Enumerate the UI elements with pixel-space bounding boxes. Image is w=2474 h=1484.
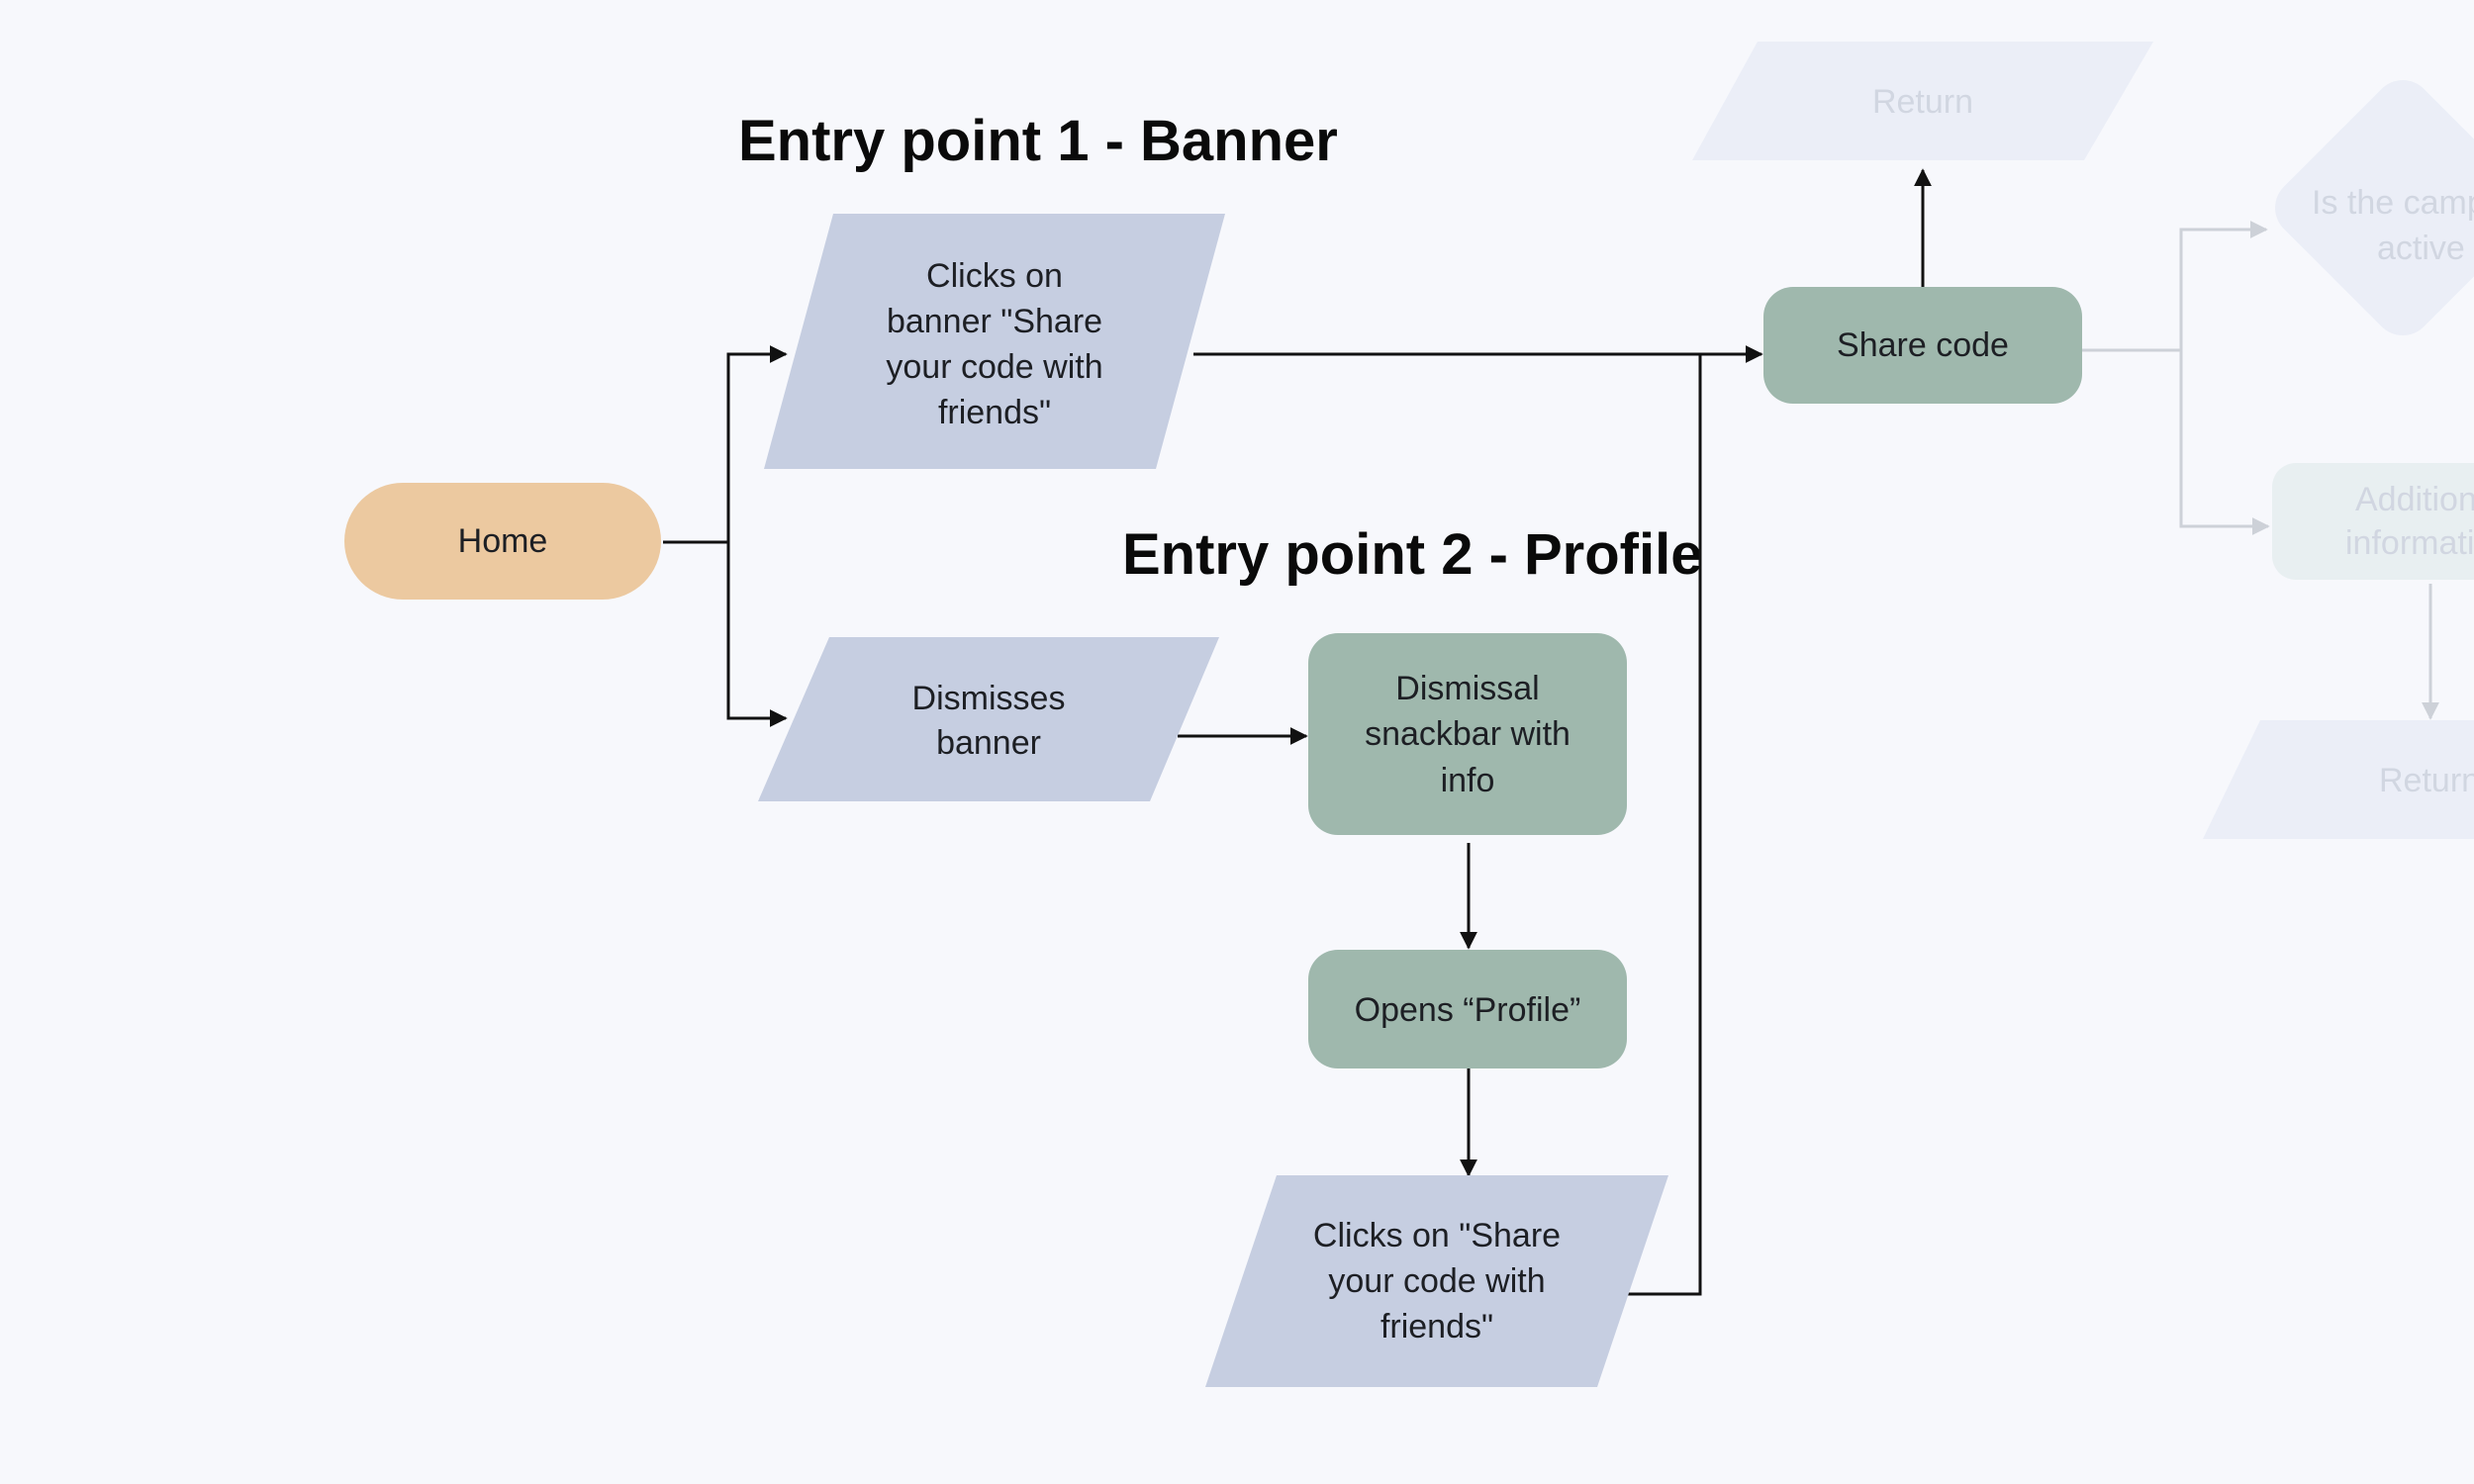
clicks-banner-label-3: your code with: [886, 348, 1102, 386]
clicks-share-profile-label-2: your code with: [1328, 1262, 1545, 1300]
return-top-label: Return: [1872, 83, 1973, 121]
faded-connector-branch-to-info: [2179, 350, 2270, 535]
return-right-shape: [2203, 720, 2474, 839]
faded-section: Return Is the camp active Addition infor…: [1692, 42, 2474, 839]
additional-info-label-1: Addition: [2355, 481, 2474, 518]
dismisses-banner-label-2: banner: [936, 724, 1041, 762]
is-campaign-active-shape: [2275, 80, 2474, 335]
clicks-banner-label-2: banner "Share: [887, 303, 1102, 340]
dismissal-snackbar-node[interactable]: [1308, 633, 1627, 835]
clicks-share-profile-label-1: Clicks on "Share: [1313, 1217, 1561, 1254]
connectors: [663, 168, 1932, 1296]
is-campaign-active-label-1: Is the camp: [2312, 184, 2474, 222]
connector-clicks-share-to-share-code: [1627, 354, 1702, 1296]
connector-branch-to-dismisses-banner: [726, 542, 788, 727]
faded-connector-branch-to-decision: [2179, 221, 2268, 350]
clicks-share-profile-label-3: friends": [1380, 1308, 1493, 1345]
connector-branch-to-clicks-banner: [726, 345, 788, 542]
home-node[interactable]: [344, 483, 661, 600]
is-campaign-active-label-2: active: [2377, 230, 2465, 267]
return-right-label: Return: [2379, 762, 2474, 799]
clicks-banner-label-1: Clicks on: [926, 257, 1063, 295]
dismissal-snackbar-label-3: info: [1441, 762, 1495, 799]
dismissal-snackbar-label-2: snackbar with: [1365, 715, 1570, 753]
additional-info-label-2: informati: [2345, 524, 2474, 562]
additional-info-shape: [2272, 463, 2474, 580]
dismisses-banner-node[interactable]: [758, 637, 1219, 801]
entry-point-1-heading: Entry point 1 - Banner: [738, 109, 1338, 173]
share-code-node[interactable]: [1763, 287, 2082, 404]
return-top-shape: [1692, 42, 2153, 160]
clicks-banner-node[interactable]: [764, 214, 1225, 469]
share-code-label: Share code: [1837, 326, 2009, 364]
clicks-share-profile-node[interactable]: [1205, 1175, 1668, 1387]
dismisses-banner-label-1: Dismisses: [912, 680, 1066, 717]
opens-profile-node[interactable]: [1308, 950, 1627, 1068]
clicks-banner-label-4: friends": [938, 394, 1051, 431]
home-label: Home: [458, 522, 548, 560]
dismissal-snackbar-label-1: Dismissal: [1395, 670, 1539, 707]
entry-point-2-heading: Entry point 2 - Profile: [1122, 522, 1703, 587]
opens-profile-label: Opens “Profile”: [1355, 991, 1581, 1029]
